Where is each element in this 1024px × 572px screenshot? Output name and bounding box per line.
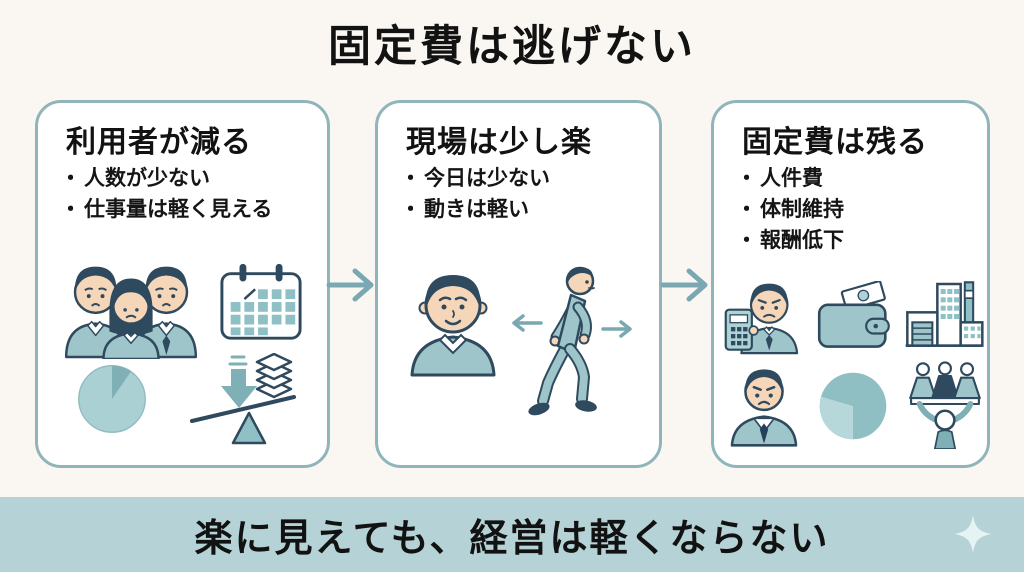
bullet-text: 体制維持 bbox=[760, 198, 844, 222]
bullet-item: ・報酬低下 bbox=[736, 225, 979, 256]
bullet-marker: ・ bbox=[400, 198, 421, 222]
footer-banner: 楽に見えても、経営は軽くならない bbox=[0, 497, 1024, 572]
wallet-icon bbox=[817, 281, 890, 348]
calendar-icon bbox=[220, 263, 302, 340]
footer-message: 楽に見えても、経営は軽くならない bbox=[194, 518, 830, 560]
page-title: 固定費は逃げない bbox=[328, 23, 696, 71]
factory-icon bbox=[905, 281, 984, 347]
step-box-fixed-costs-remain: 固定費は残る ・人件費 ・体制維持 ・報酬低下 bbox=[711, 100, 990, 468]
bullet-item: ・今日は少ない bbox=[400, 163, 651, 194]
bullet-text: 人件費 bbox=[760, 167, 823, 190]
bullet-item: ・仕事量は軽く見える bbox=[60, 194, 319, 225]
sparkle-icon bbox=[954, 515, 992, 553]
left-arrow-icon bbox=[512, 314, 543, 332]
bullet-list: ・人件費 ・体制維持 ・報酬低下 bbox=[714, 163, 987, 256]
calculator-worker-icon bbox=[724, 283, 799, 355]
step-box-users-decrease: 利用者が減る ・人数が少ない ・仕事量は軽く見える bbox=[35, 100, 330, 468]
smiling-worker-icon bbox=[410, 275, 496, 377]
bullet-list: ・人数が少ない ・仕事量は軽く見える bbox=[38, 163, 327, 225]
cost-pie-chart-icon bbox=[819, 372, 887, 440]
pie-chart-icon bbox=[78, 365, 146, 433]
walking-person-icon bbox=[528, 266, 597, 416]
box-title: 利用者が減る bbox=[66, 126, 252, 159]
bullet-text: 今日は少ない bbox=[424, 167, 550, 190]
bullet-text: 動きは軽い bbox=[424, 198, 529, 222]
bullet-text: 報酬低下 bbox=[760, 229, 844, 253]
right-arrow-icon bbox=[601, 320, 632, 338]
bullet-text: 人数が少ない bbox=[84, 167, 210, 190]
bullet-list: ・今日は少ない ・動きは軽い bbox=[378, 163, 659, 225]
bullet-marker: ・ bbox=[400, 167, 421, 190]
bullet-marker: ・ bbox=[60, 167, 81, 190]
bullet-item: ・人数が少ない bbox=[60, 163, 319, 194]
box-title: 現場は少し楽 bbox=[406, 126, 592, 159]
team-support-icon bbox=[909, 361, 981, 449]
bullet-text: 仕事量は軽く見える bbox=[84, 198, 273, 222]
bullet-item: ・人件費 bbox=[736, 163, 979, 194]
bullet-marker: ・ bbox=[60, 198, 81, 222]
bullet-marker: ・ bbox=[736, 167, 757, 190]
step-box-field-easier: 現場は少し楽 ・今日は少ない ・動きは軽い bbox=[375, 100, 662, 468]
bullet-marker: ・ bbox=[736, 198, 757, 222]
worried-staff-group-icon bbox=[64, 266, 198, 359]
flow-arrow-icon bbox=[326, 268, 374, 302]
bullet-item: ・体制維持 bbox=[736, 194, 979, 225]
bullet-item: ・動きは軽い bbox=[400, 194, 651, 225]
declining-balance-icon bbox=[190, 353, 296, 445]
suit-worker-icon bbox=[730, 369, 798, 447]
flow-arrow-icon bbox=[660, 268, 708, 302]
bullet-marker: ・ bbox=[736, 229, 757, 253]
box-title: 固定費は残る bbox=[742, 126, 928, 159]
